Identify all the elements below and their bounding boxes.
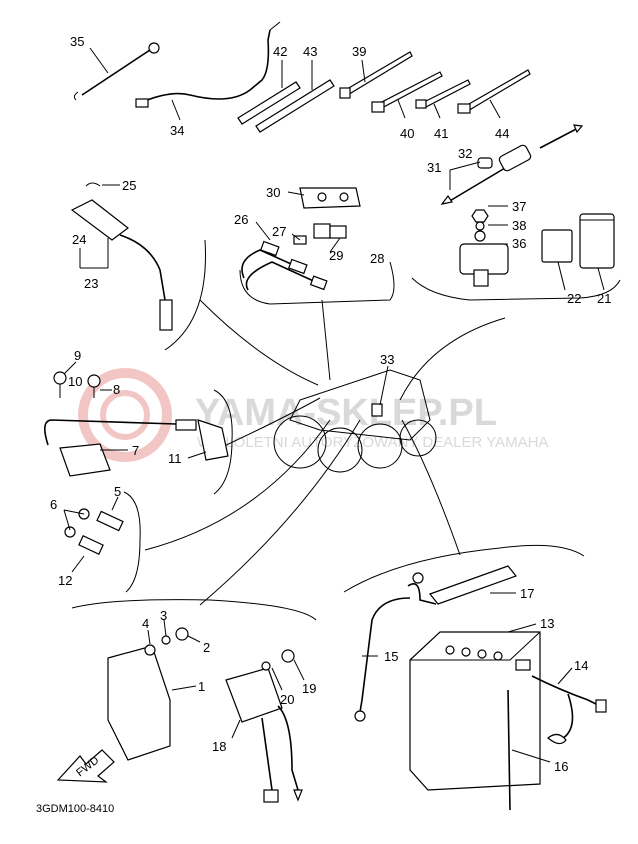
part-17-battery-band <box>407 565 517 605</box>
label-3: 3 <box>160 608 167 623</box>
part-25-clip <box>85 182 101 187</box>
label-31: 31 <box>427 160 441 175</box>
label-16: 16 <box>554 759 568 774</box>
label-17: 17 <box>520 586 534 601</box>
part-42-band <box>237 81 301 125</box>
part-39-cable-tie <box>339 51 413 99</box>
label-6: 6 <box>50 497 57 512</box>
part-6-washer <box>64 508 90 538</box>
part-14-lead <box>531 675 607 745</box>
part-12-switch <box>78 535 104 555</box>
part-24-plug-cap <box>70 199 173 331</box>
label-23: 23 <box>84 276 98 291</box>
label-8: 8 <box>113 382 120 397</box>
part-30-bracket <box>299 187 361 209</box>
fwd-arrow: FWD <box>56 749 115 783</box>
part-3-washer <box>161 635 171 645</box>
label-14: 14 <box>574 658 588 673</box>
label-18: 18 <box>212 739 226 754</box>
part-34-wire <box>135 21 281 108</box>
label-36: 36 <box>512 236 526 251</box>
label-1: 1 <box>198 679 205 694</box>
watermark-logo <box>78 368 172 462</box>
part-36-starter-relay <box>459 230 509 287</box>
part-37-nut <box>471 209 489 223</box>
label-34: 34 <box>170 123 184 138</box>
label-13: 13 <box>540 616 554 631</box>
label-25: 25 <box>122 178 136 193</box>
label-39: 39 <box>352 44 366 59</box>
label-29: 29 <box>329 248 343 263</box>
part-31-cable <box>440 124 584 205</box>
part-20-washer <box>261 661 271 671</box>
part-40-cable-tie <box>371 71 443 113</box>
watermark-title: YAMA-SKLEP.PL <box>195 392 497 434</box>
label-9: 9 <box>74 348 81 363</box>
part-16-breather-pipe <box>507 689 511 811</box>
part-41-cable-tie <box>415 79 471 109</box>
part-11-plug-cap <box>197 419 229 461</box>
part-44-cable-tie <box>457 69 531 114</box>
label-38: 38 <box>512 218 526 233</box>
watermark-subtitle: WIELOLETNI AUTORYZOWANY DEALER YAMAHA <box>197 434 548 451</box>
label-27: 27 <box>272 224 286 239</box>
label-28: 28 <box>370 251 384 266</box>
label-15: 15 <box>384 649 398 664</box>
label-2: 2 <box>203 640 210 655</box>
part-26-harness <box>241 240 328 291</box>
label-40: 40 <box>400 126 414 141</box>
part-5-switch <box>96 510 124 532</box>
part-13-battery <box>409 631 541 791</box>
label-11: 11 <box>168 451 182 466</box>
label-5: 5 <box>114 484 121 499</box>
label-41: 41 <box>434 126 448 141</box>
watermark: YAMA-SKLEP.PL WIELOLETNI AUTORYZOWANY DE… <box>78 368 548 462</box>
part-18-rectifier <box>225 667 303 803</box>
part-2-bolt <box>175 627 201 643</box>
part-22-relay <box>541 229 573 263</box>
part-35-wire <box>73 42 160 101</box>
part-9-bolt <box>53 371 67 398</box>
part-1-cdi-unit <box>107 645 171 761</box>
label-4: 4 <box>142 616 149 631</box>
label-12: 12 <box>58 573 72 588</box>
part-15-lead <box>354 597 411 722</box>
diagram-code: 3GDM100-8410 <box>36 803 114 815</box>
label-24: 24 <box>72 232 86 247</box>
label-42: 42 <box>273 44 287 59</box>
label-37: 37 <box>512 199 526 214</box>
part-10-bolt <box>87 374 101 398</box>
part-43-band <box>255 79 335 133</box>
part-29-connector <box>313 223 347 239</box>
part-21-relay <box>579 213 615 269</box>
label-30: 30 <box>266 185 280 200</box>
label-20: 20 <box>280 692 294 707</box>
part-7-ignition-coil <box>44 419 197 477</box>
label-32: 32 <box>458 146 472 161</box>
label-35: 35 <box>70 34 84 49</box>
part-19-bolt <box>281 649 295 663</box>
label-7: 7 <box>132 443 139 458</box>
label-19: 19 <box>302 681 316 696</box>
part-38-washer <box>475 221 485 231</box>
label-10: 10 <box>68 374 82 389</box>
part-32-pin <box>477 157 493 169</box>
part-4-washer <box>144 644 156 656</box>
label-26: 26 <box>234 212 248 227</box>
label-44: 44 <box>495 126 509 141</box>
frame-sketch <box>273 369 437 473</box>
label-33: 33 <box>380 352 394 367</box>
label-43: 43 <box>303 44 317 59</box>
